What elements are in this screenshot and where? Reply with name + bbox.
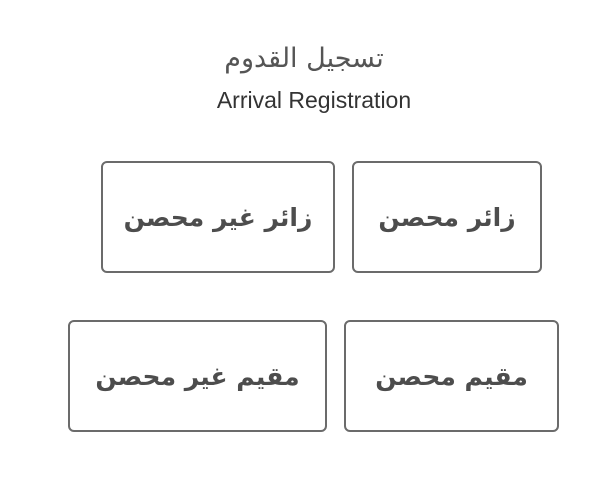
visitor-vaccinated-button[interactable]: زائر محصن <box>352 161 542 273</box>
resident-vaccinated-button[interactable]: مقيم محصن <box>344 320 559 432</box>
resident-unvaccinated-label: مقيم غير محصن <box>95 361 300 391</box>
visitor-vaccinated-label: زائر محصن <box>378 202 516 232</box>
resident-vaccinated-label: مقيم محصن <box>375 361 528 391</box>
resident-unvaccinated-button[interactable]: مقيم غير محصن <box>68 320 327 432</box>
visitor-unvaccinated-label: زائر غير محصن <box>123 202 313 232</box>
page-title-english: Arrival Registration <box>216 87 412 113</box>
page-title-arabic: تسجيل القدوم <box>224 43 384 74</box>
visitor-unvaccinated-button[interactable]: زائر غير محصن <box>101 161 335 273</box>
